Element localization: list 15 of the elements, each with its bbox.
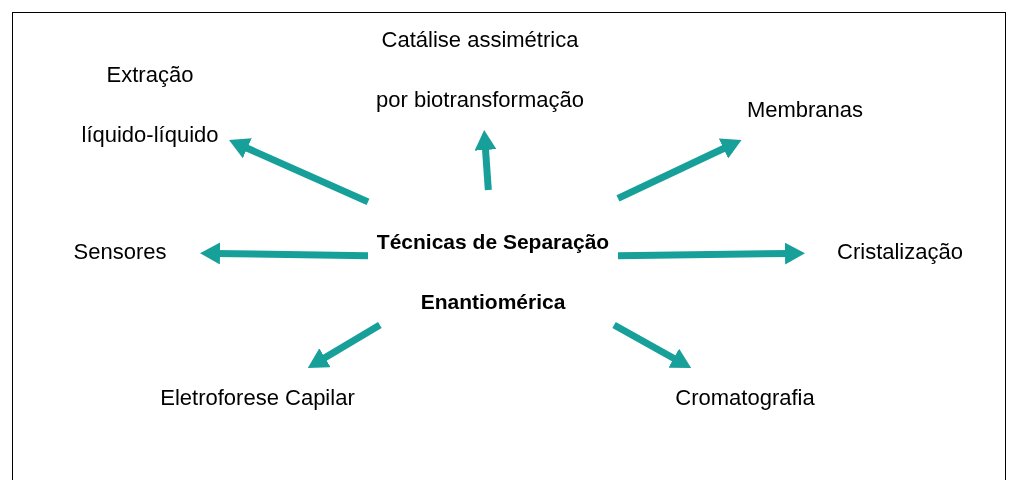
topic-label: Cromatografia [640, 368, 850, 428]
arrow [229, 138, 370, 206]
topic-label: Eletroforese Capilar [120, 368, 395, 428]
topic-label: Membranas [715, 80, 895, 140]
topic-label: Sensores [40, 222, 200, 282]
topic-label: Catálise assimétrica por biotransformação [367, 10, 593, 130]
topic-label: Extração líquido-líquido [71, 45, 229, 165]
arrow [474, 130, 497, 191]
arrow [200, 242, 369, 265]
topic-label: Cristalização [805, 222, 995, 282]
arrow [617, 242, 805, 265]
arrow [612, 321, 692, 368]
arrow [307, 322, 382, 368]
central-topic: Técnicas de Separação Enantiomérica [368, 190, 618, 325]
arrow [616, 138, 742, 202]
